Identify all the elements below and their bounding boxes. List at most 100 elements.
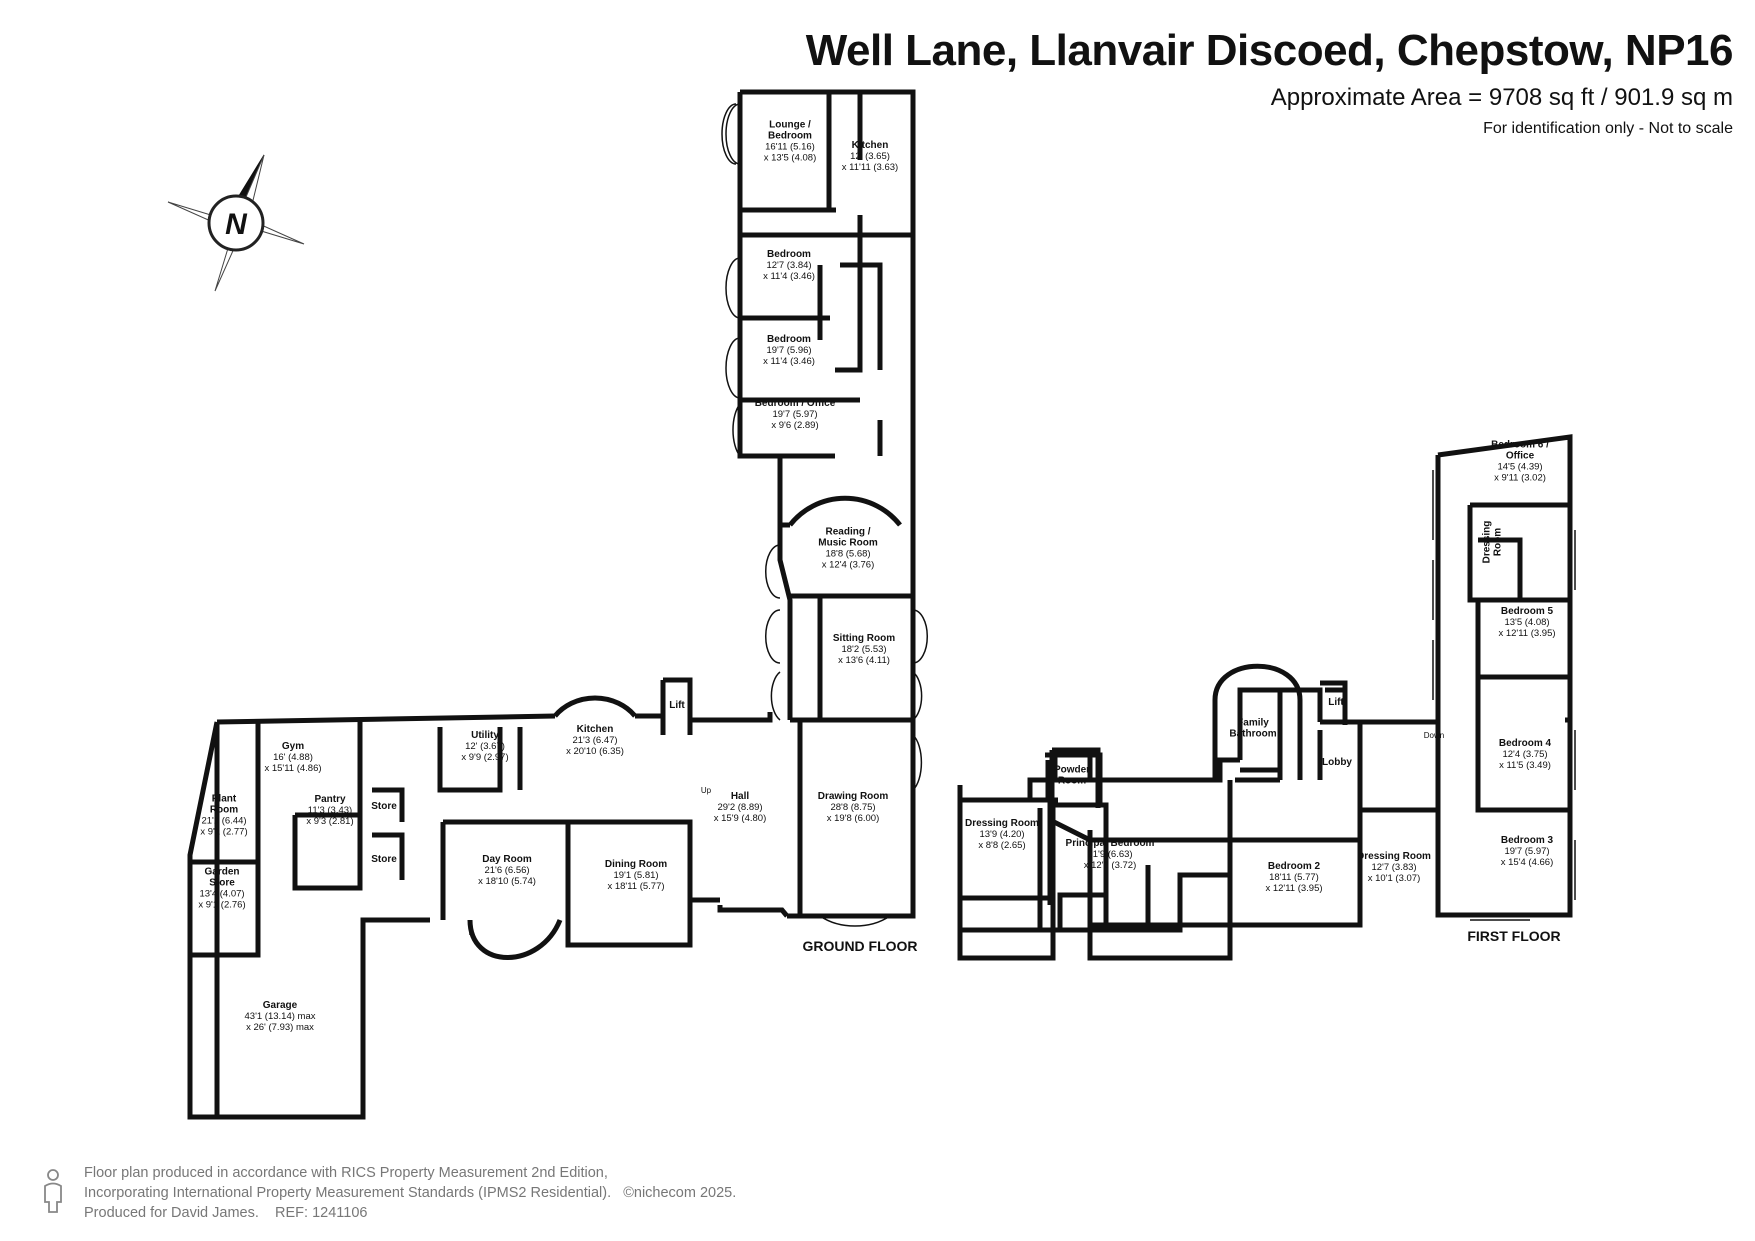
ground-floor-bay-windows	[469, 103, 929, 935]
room-store-2: Store	[371, 854, 397, 865]
room-dimensions: 29'2 (8.89)	[717, 802, 762, 813]
room-dimensions: x 18'11 (5.77)	[607, 881, 664, 892]
north-arrow-icon: N	[167, 154, 305, 292]
footer-ref: REF: 1241106	[275, 1205, 368, 1221]
ground-floor-label: GROUND FLOOR	[802, 938, 917, 954]
room-name: Lobby	[1322, 757, 1352, 768]
room-name: Music Room	[818, 538, 878, 549]
room-dimensions: x 9'1 (2.77)	[200, 827, 247, 838]
room-name: Kitchen	[852, 140, 889, 151]
room-name: Principal Bedroom	[1066, 838, 1155, 849]
compass-letter: N	[225, 208, 248, 241]
room-name: Down	[1424, 731, 1444, 740]
room-dimensions: x 9'11 (3.02)	[1494, 473, 1546, 484]
room-dimensions: 21'9 (6.63)	[1087, 849, 1132, 860]
footer: Floor plan produced in accordance with R…	[84, 1163, 736, 1223]
room-dimensions: x 9'3 (2.81)	[306, 816, 353, 827]
footer-line-1: Floor plan produced in accordance with R…	[84, 1165, 608, 1181]
footer-ipms: Incorporating International Property Mea…	[84, 1185, 612, 1201]
room-name: Bedroom	[767, 249, 811, 260]
room-dimensions: 16' (4.88)	[273, 752, 313, 763]
footer-copyright: ©nichecom 2025.	[623, 1185, 737, 1201]
approximate-area: Approximate Area = 9708 sq ft / 901.9 sq…	[1270, 84, 1733, 111]
room-dimensions: x 15'4 (4.66)	[1501, 857, 1554, 868]
room-name: Store	[371, 801, 397, 812]
room-name: Utility	[471, 730, 499, 741]
room-dimensions: 28'8 (8.75)	[830, 802, 875, 813]
room-dimensions: 16'11 (5.16)	[765, 142, 815, 153]
room-lift-ground: Lift	[669, 700, 685, 711]
room-name: Reading /	[825, 527, 870, 538]
room-dimensions: x 15'11 (4.86)	[264, 763, 321, 774]
room-dimensions: x 11'4 (3.46)	[763, 271, 815, 282]
room-dimensions: 19'7 (5.96)	[766, 345, 811, 356]
room-dimensions: 19'1 (5.81)	[613, 870, 658, 881]
room-name: Lift	[669, 700, 685, 711]
room-dimensions: x 12'4 (3.76)	[822, 560, 875, 571]
room-name: Room	[1058, 776, 1086, 787]
room-name: Plant	[212, 794, 237, 805]
room-name: Drawing Room	[818, 791, 889, 802]
room-dimensions: x 9'6 (2.89)	[771, 420, 818, 431]
room-dimensions: x 11'11 (3.63)	[842, 162, 898, 173]
room-name: Room	[210, 805, 238, 816]
footer-produced-for: Produced for David James.	[84, 1205, 259, 1221]
first-floor-label: FIRST FLOOR	[1467, 928, 1560, 944]
room-name: Dressing Room	[965, 818, 1039, 829]
room-dimensions: x 11'5 (3.49)	[1499, 760, 1551, 771]
room-stairs-up: Up	[701, 786, 712, 795]
footer-line-3: Produced for David James. REF: 1241106	[84, 1203, 736, 1223]
room-name: Kitchen	[577, 724, 614, 735]
room-dimensions: 13'4 (4.07)	[199, 889, 244, 900]
room-dimensions: 11'3 (3.43)	[308, 805, 352, 816]
room-name: Powder	[1054, 765, 1090, 776]
first-floor-walls	[957, 434, 1573, 933]
room-dimensions: x 9'1 (2.76)	[198, 900, 245, 911]
first-floor-outline	[957, 747, 1230, 933]
room-dimensions: x 8'8 (2.65)	[978, 840, 1025, 851]
room-name: Dressing Room	[1357, 851, 1431, 862]
room-dimensions: x 20'10 (6.35)	[566, 746, 624, 757]
room-name: Bedroom	[768, 131, 812, 142]
room-dimensions: 19'7 (5.97)	[1504, 846, 1549, 857]
room-dimensions: x 11'4 (3.46)	[763, 356, 815, 367]
room-name: Dining Room	[605, 859, 667, 870]
room-dimensions: 21'6 (6.56)	[484, 865, 529, 876]
room-dimensions: 18'8 (5.68)	[825, 549, 870, 560]
room-dimensions: x 9'9 (2.97)	[461, 752, 508, 763]
room-name: Up	[701, 786, 712, 795]
room-name: Lounge /	[769, 120, 811, 131]
first-floor-windows	[1432, 470, 1576, 921]
room-dimensions: 12' (3.67)	[465, 741, 505, 752]
room-name: Sitting Room	[833, 633, 895, 644]
room-name: Family	[1237, 718, 1269, 729]
room-dimensions: x 19'8 (6.00)	[827, 813, 880, 824]
room-dimensions: 13'5 (4.08)	[1504, 617, 1549, 628]
room-dimensions: x 12'11 (3.95)	[1498, 628, 1555, 639]
room-dimensions: x 13'5 (4.08)	[764, 153, 817, 164]
room-name: Room	[1493, 528, 1504, 556]
room-name: Bathroom	[1229, 729, 1276, 740]
room-dimensions: x 12'2 (3.72)	[1084, 860, 1137, 871]
room-bedroom-4: Bedroom 412'4 (3.75)x 11'5 (3.49)	[1499, 738, 1552, 771]
room-dimensions: 12'7 (3.83)	[1371, 862, 1416, 873]
room-name: Bedroom 2	[1268, 861, 1321, 872]
room-dimensions: 12' (3.65)	[850, 151, 890, 162]
room-dimensions: 21'3 (6.47)	[572, 735, 617, 746]
room-name: Bedroom 5	[1501, 606, 1554, 617]
